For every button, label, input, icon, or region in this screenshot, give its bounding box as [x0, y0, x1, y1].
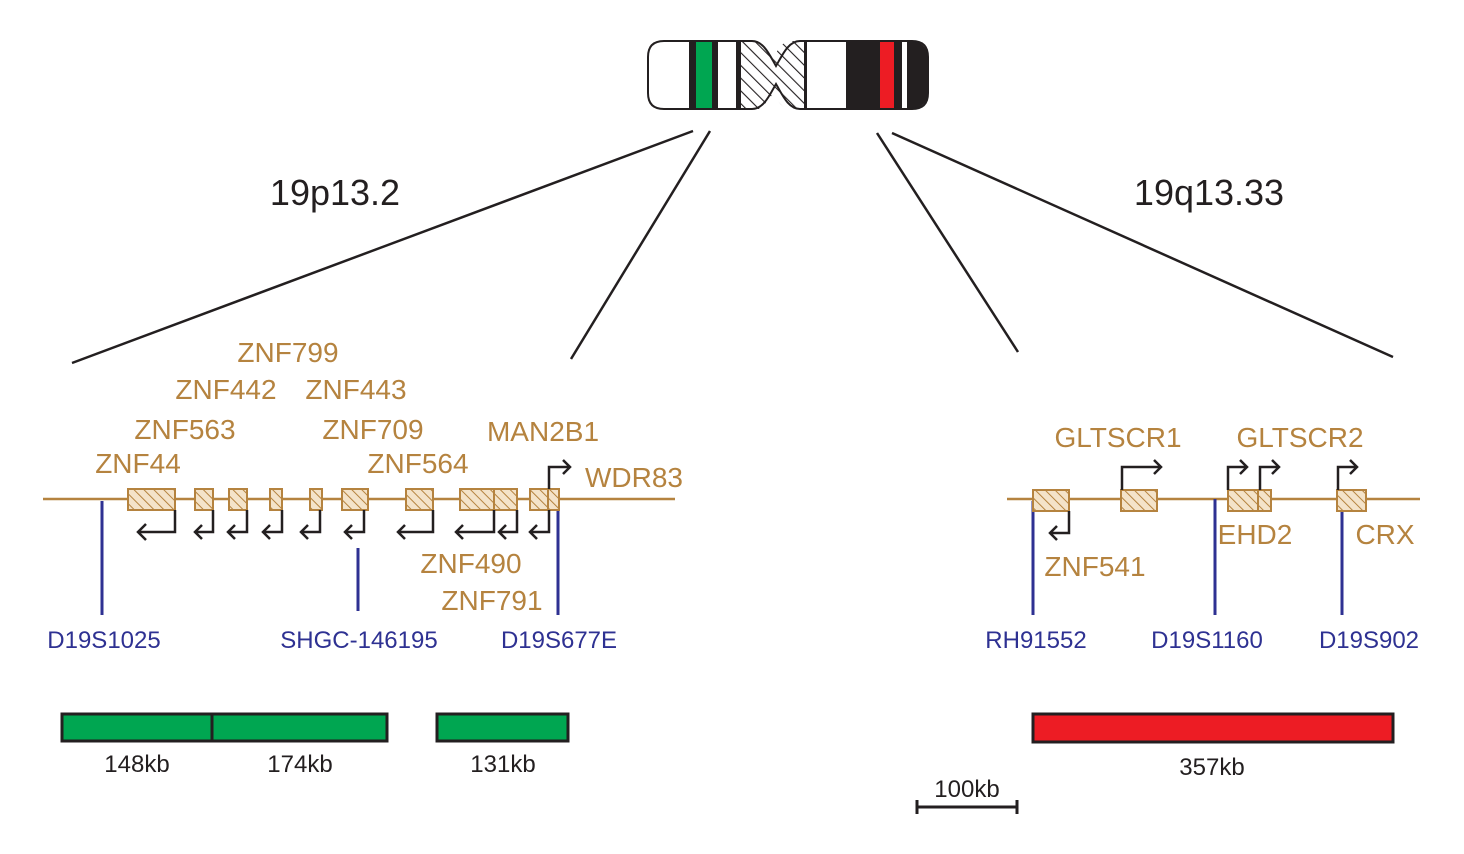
- size-label-148kb: 148kb: [104, 751, 169, 778]
- gene-label-znf442: ZNF442: [175, 374, 276, 405]
- size-bar-148kb: [60, 712, 214, 743]
- arrow-znf44: [136, 510, 177, 541]
- right-marker-lines: [1031, 499, 1344, 615]
- gene-box-ehd2: [1227, 489, 1259, 512]
- left-transcription-arrows: [136, 459, 572, 541]
- marker-label-d19s1160: D19S1160: [1151, 627, 1263, 654]
- arrow-ehd2: [1226, 459, 1249, 490]
- marker-label-d19s1025: D19S1025: [47, 627, 160, 654]
- q-arm: [776, 41, 928, 109]
- right-gene-boxes: [1032, 489, 1367, 512]
- right-transcription-arrows: [1048, 459, 1359, 541]
- arrow-wdr83: [547, 459, 572, 489]
- scale-bar-line: [915, 800, 1019, 814]
- gene-label-znf563: ZNF563: [134, 414, 235, 445]
- gene-label-man2b1: MAN2B1: [487, 416, 599, 447]
- gene-label-znf564: ZNF564: [367, 448, 468, 479]
- p-arm: [648, 41, 776, 109]
- size-bar-357kb: [1031, 712, 1395, 744]
- marker-label-shgc-146195: SHGC-146195: [280, 627, 437, 654]
- gene-label-crx: CRX: [1355, 519, 1414, 550]
- arrow-znf709: [343, 510, 366, 540]
- left-gene-boxes: [127, 488, 560, 511]
- gene-label-ehd2: EHD2: [1218, 519, 1293, 550]
- left-gene-labels: ZNF799 ZNF442 ZNF443 ZNF563 ZNF709 MAN2B…: [95, 337, 683, 616]
- gene-label-gltscr2: GLTSCR2: [1236, 422, 1363, 453]
- arrow-crx: [1336, 459, 1359, 490]
- gene-box-znf490: [459, 488, 495, 511]
- arrow-znf791: [497, 510, 519, 540]
- arrow-znf490: [454, 510, 496, 540]
- left-marker-labels: D19S1025 SHGC-146195 D19S677E: [47, 627, 617, 654]
- arrow-znf563: [193, 510, 215, 540]
- size-label-131kb: 131kb: [470, 751, 535, 778]
- scale-bar: 100kb: [915, 776, 1019, 814]
- right-region-title: 19q13.33: [1134, 172, 1284, 213]
- gene-box-crx: [1336, 489, 1367, 512]
- marker-label-rh91552: RH91552: [985, 627, 1086, 654]
- gene-box-gltscr1: [1120, 489, 1158, 512]
- chromosome-outline: [647, 40, 929, 110]
- gene-label-znf44: ZNF44: [95, 448, 181, 479]
- gene-label-znf799: ZNF799: [237, 337, 338, 368]
- gene-label-gltscr1: GLTSCR1: [1054, 422, 1181, 453]
- right-region: GLTSCR1 GLTSCR2 EHD2 CRX ZNF541 RH91552 …: [985, 422, 1420, 781]
- gene-label-wdr83: WDR83: [585, 462, 683, 493]
- marker-label-d19s677e: D19S677E: [501, 627, 617, 654]
- arrow-znf443: [299, 510, 322, 540]
- left-region: ZNF799 ZNF442 ZNF443 ZNF563 ZNF709 MAN2B…: [43, 337, 683, 778]
- gene-box-znf443: [309, 488, 323, 511]
- gene-label-znf443: ZNF443: [305, 374, 406, 405]
- gene-box-znf44: [127, 488, 176, 511]
- gene-label-znf791: ZNF791: [441, 585, 542, 616]
- arrow-znf442: [226, 510, 249, 540]
- gene-box-znf799: [269, 488, 283, 511]
- arrow-gltscr1: [1120, 459, 1163, 490]
- arrow-znf541: [1048, 511, 1071, 541]
- gene-label-znf541: ZNF541: [1044, 551, 1145, 582]
- left-marker-lines: [100, 492, 560, 615]
- gene-box-znf709: [341, 488, 369, 511]
- gene-box-znf442: [228, 488, 248, 511]
- gene-box-znf791: [493, 488, 518, 511]
- gene-label-znf709: ZNF709: [322, 414, 423, 445]
- right-marker-labels: RH91552 D19S1160 D19S902: [985, 627, 1419, 654]
- scale-bar-label: 100kb: [934, 776, 999, 803]
- gene-box-wdr83: [547, 488, 560, 511]
- size-bar-131kb: [435, 712, 570, 743]
- left-size-bars: [60, 712, 570, 743]
- arrow-znf564: [396, 510, 435, 540]
- arrow-gltscr2: [1258, 459, 1281, 490]
- gene-box-znf564: [405, 488, 434, 511]
- zoom-lines: [71, 129, 1394, 365]
- gene-box-znf563: [194, 488, 214, 511]
- gene-box-gltscr2: [1257, 489, 1272, 512]
- marker-label-d19s902: D19S902: [1319, 627, 1419, 654]
- chromosome-ideogram: [647, 40, 929, 110]
- right-gene-labels: GLTSCR1 GLTSCR2 EHD2 CRX ZNF541: [1044, 422, 1414, 582]
- size-bar-174kb: [210, 712, 389, 743]
- left-region-title: 19p13.2: [270, 172, 400, 213]
- left-size-labels: 148kb 174kb 131kb: [104, 751, 535, 778]
- size-label-174kb: 174kb: [267, 751, 332, 778]
- gene-label-znf490: ZNF490: [420, 548, 521, 579]
- arrow-znf799: [261, 510, 284, 540]
- size-label-357kb: 357kb: [1179, 754, 1244, 781]
- gene-box-znf541: [1032, 489, 1070, 512]
- arrow-man2b1: [528, 510, 551, 540]
